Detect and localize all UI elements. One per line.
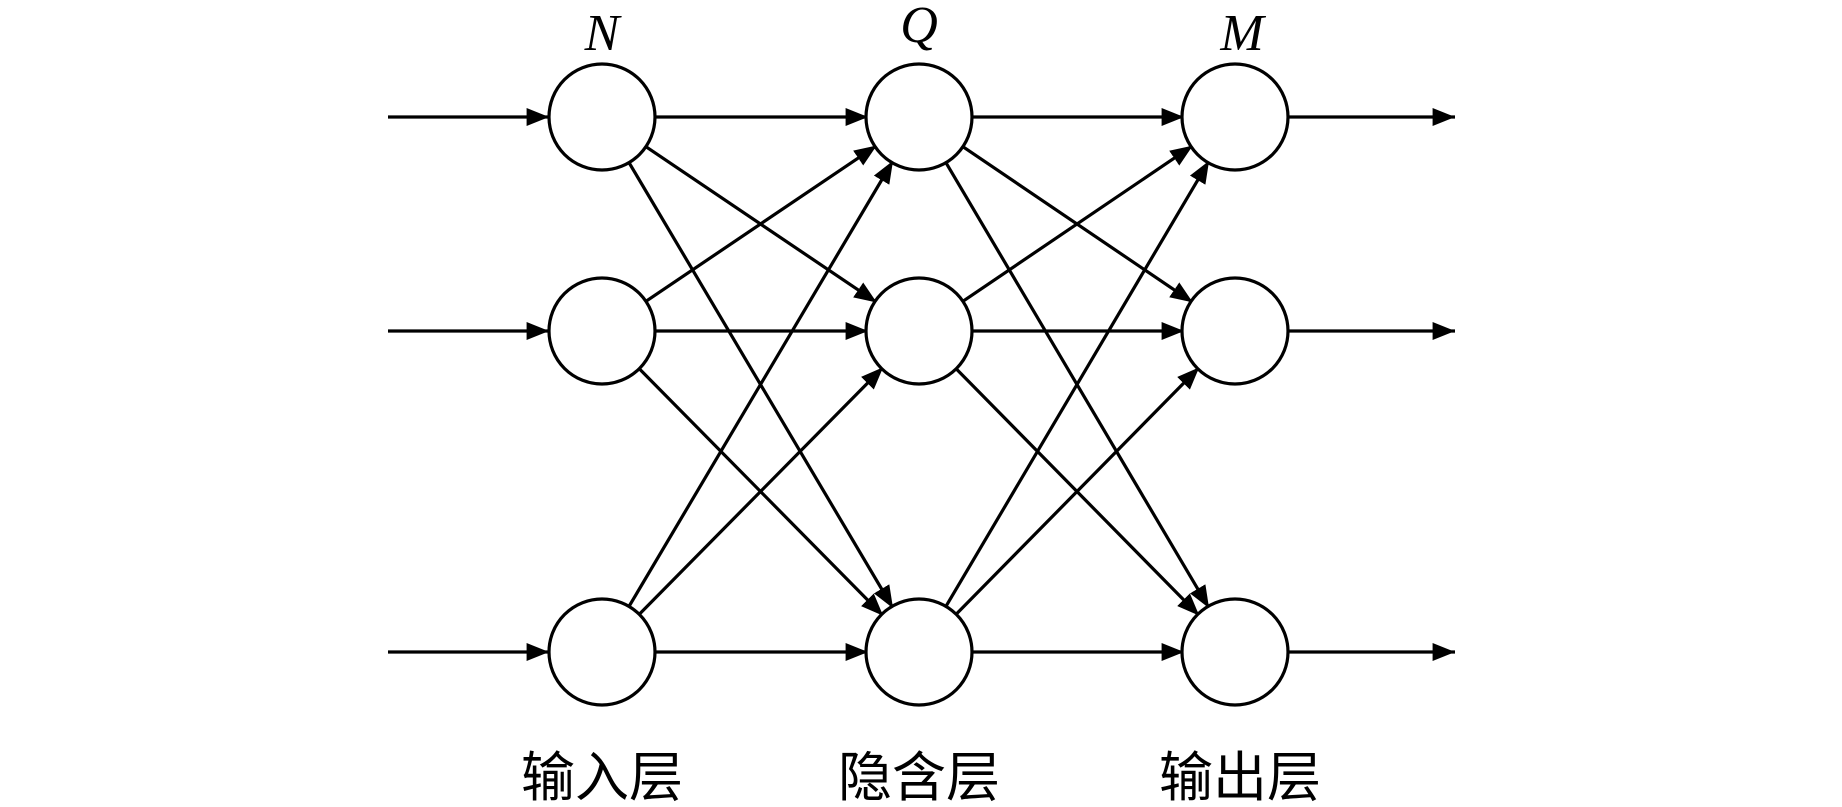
connection-input-2-to-hidden-1 [643, 144, 878, 304]
hidden-neuron-3 [864, 597, 974, 707]
output-neuron-1 [1180, 62, 1290, 172]
connections [388, 108, 1455, 661]
connection-input-3-to-hidden-2 [636, 366, 885, 617]
hidden-layer-symbol: Q [900, 0, 938, 54]
input-neuron-3 [547, 597, 657, 707]
connection-hidden-3-to-output-2 [953, 366, 1201, 617]
input-neuron-2 [547, 276, 657, 386]
output-layer-symbol: M [1219, 5, 1266, 62]
hidden-neuron-1 [864, 62, 974, 172]
input-layer-symbol: N [584, 5, 623, 62]
output-neuron-2 [1180, 276, 1290, 386]
connection-hidden-3-to-output-1 [943, 160, 1211, 609]
output-layer-caption: 输出层 [1159, 746, 1321, 807]
connection-hidden-2-to-output-1 [960, 144, 1194, 304]
connection-input-3-to-hidden-1 [626, 160, 895, 609]
input-layer-caption: 输入层 [521, 746, 683, 807]
output-neuron-3 [1180, 597, 1290, 707]
neurons [547, 62, 1290, 707]
hidden-layer-caption: 隐含层 [838, 746, 1000, 807]
hidden-neuron-2 [864, 276, 974, 386]
input-neuron-1 [547, 62, 657, 172]
